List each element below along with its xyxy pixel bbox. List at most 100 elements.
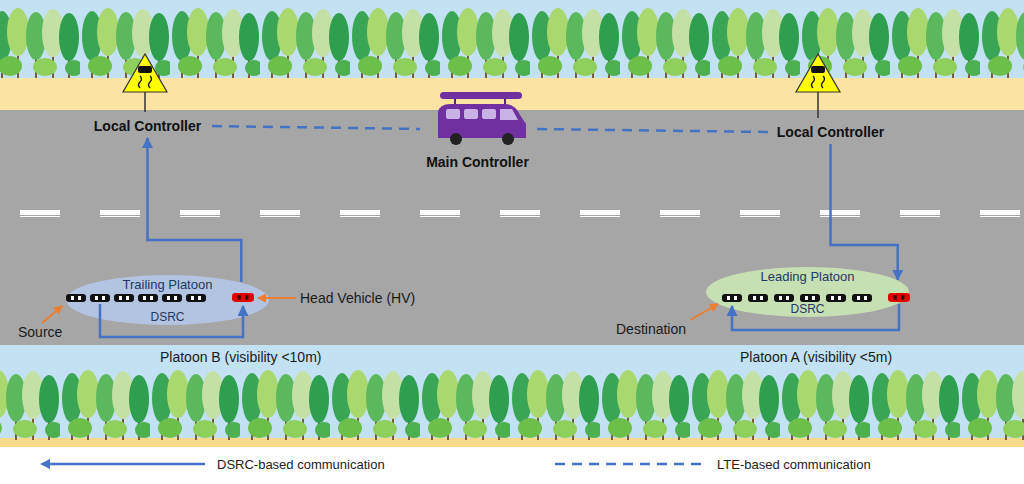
ellipse-shape — [66, 275, 269, 325]
ellipse-shape — [706, 267, 909, 317]
leading-platoon-cars — [722, 293, 910, 302]
van-wheel — [502, 133, 514, 145]
annotation-label: Destination — [616, 321, 686, 337]
connector-layer — [148, 126, 898, 282]
lte-connector — [212, 126, 420, 129]
tree-cluster — [422, 370, 513, 440]
van-window — [482, 109, 496, 119]
tree-cluster — [172, 8, 263, 78]
node-title: Leading Platoon — [705, 269, 910, 284]
tree-cluster — [442, 8, 533, 78]
skid-car — [811, 66, 825, 73]
node-subtitle: DSRC — [705, 302, 910, 316]
platoon-ellipse: Trailing PlatoonDSRC — [65, 274, 270, 326]
vehicle — [800, 294, 820, 302]
annotation-label: Source — [18, 324, 62, 340]
legend-text: DSRC-based communication — [217, 457, 385, 472]
van — [438, 92, 526, 145]
dsrc-intra-link — [732, 304, 899, 330]
vehicle — [162, 294, 182, 302]
warning-sign — [796, 54, 840, 118]
lane-markings — [0, 210, 1024, 217]
head-vehicle — [232, 293, 254, 302]
skid-marks — [812, 76, 825, 88]
controller-node: Local Controller — [85, 116, 210, 136]
legend-item: LTE-based communication — [555, 456, 871, 472]
tree-cluster — [352, 8, 443, 78]
tree-cluster — [602, 370, 693, 440]
vehicle — [852, 294, 872, 302]
tree-cluster — [782, 370, 873, 440]
vehicle — [138, 294, 158, 302]
annotation-label: Head Vehicle (HV) — [300, 290, 415, 306]
vehicle — [722, 294, 742, 302]
tree-cluster — [532, 8, 623, 78]
legend-item: DSRC-based communication — [40, 456, 385, 472]
legend-arrow-head — [40, 459, 50, 469]
sign-pole — [817, 92, 819, 118]
tree-cluster — [242, 370, 333, 440]
tree-cluster — [262, 8, 353, 78]
vehicle — [114, 294, 134, 302]
annotation-label: Platoon B (visibility <10m) — [160, 349, 321, 365]
legend-line — [555, 463, 705, 466]
tree-cluster — [512, 370, 603, 440]
tree-cluster — [0, 8, 83, 78]
tree-cluster — [982, 8, 1024, 78]
sign-triangle — [123, 54, 167, 92]
van-roof-board — [440, 92, 522, 99]
tree-cluster — [62, 370, 153, 440]
pointer-arrow — [690, 304, 718, 320]
tree-cluster — [152, 370, 243, 440]
lte-connector — [537, 129, 768, 132]
node-title: Local Controller — [94, 118, 201, 134]
roof-rack — [454, 99, 456, 104]
platoon-ellipse: Leading PlatoonDSRC — [705, 266, 910, 318]
node-title: Main Controller — [426, 154, 529, 170]
vehicle — [90, 294, 110, 302]
skid-marks — [139, 76, 152, 88]
sign-triangle — [796, 54, 840, 92]
legend-line-sample — [40, 456, 205, 472]
vehicle — [774, 294, 794, 302]
lower-band — [0, 345, 1024, 440]
controller-node: Local Controller — [768, 122, 893, 142]
vehicle — [826, 294, 846, 302]
tree-cluster — [712, 8, 803, 78]
head-vehicle — [888, 293, 910, 302]
tree-cluster — [82, 8, 173, 78]
sign-pole — [144, 92, 146, 112]
dsrc-connector — [148, 138, 242, 282]
van-window — [464, 109, 478, 119]
dsrc-connector — [831, 144, 898, 280]
van-windshield — [500, 109, 518, 120]
pointer-arrow — [258, 297, 296, 299]
tree-cluster — [892, 8, 983, 78]
top-trees — [0, 8, 1024, 78]
trailing-platoon-cars — [66, 293, 254, 302]
pointer-arrow — [42, 306, 62, 323]
tree-cluster — [802, 8, 893, 78]
van-window — [446, 109, 460, 119]
van-body — [438, 104, 526, 138]
vehicle — [66, 294, 86, 302]
legend-line-sample — [555, 456, 705, 472]
tree-cluster — [0, 370, 63, 440]
tree-cluster — [962, 370, 1024, 440]
controller-node: Main Controller — [420, 88, 535, 170]
node-title: Trailing Platoon — [65, 277, 270, 292]
lower-roadside-strip — [0, 438, 1024, 447]
legend-text: LTE-based communication — [717, 457, 871, 472]
node-title: Local Controller — [777, 124, 884, 140]
vehicle — [186, 294, 206, 302]
roof-rack — [504, 99, 506, 104]
vehicle — [748, 294, 768, 302]
legend-line — [46, 463, 205, 466]
tree-cluster — [692, 370, 783, 440]
tree-cluster — [622, 8, 713, 78]
